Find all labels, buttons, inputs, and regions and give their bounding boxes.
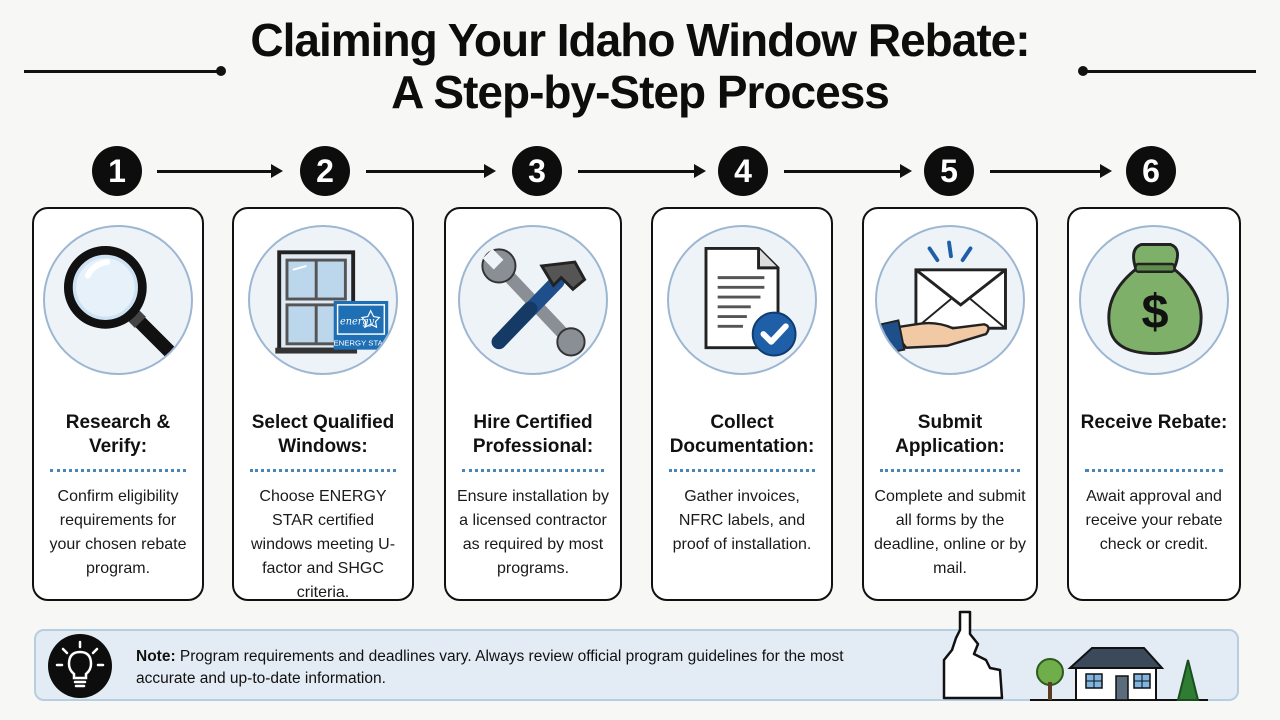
divider	[250, 469, 396, 472]
step-card-5: Submit Application: Complete and submit …	[862, 207, 1038, 601]
page-title: Claiming Your Idaho Window Rebate: A Ste…	[0, 14, 1280, 118]
magnifying-glass-icon	[43, 225, 193, 375]
divider	[669, 469, 815, 472]
step-number-4: 4	[718, 146, 768, 196]
step-title: Submit Application:	[895, 412, 1005, 457]
divider	[880, 469, 1020, 472]
step-title: Select Qualified Windows:	[251, 412, 395, 457]
idaho-map-icon	[942, 610, 1004, 700]
step-number-2: 2	[300, 146, 350, 196]
arrow-right-icon	[784, 165, 912, 177]
step-card-4: Collect Documentation: Gather invoices, …	[651, 207, 833, 601]
lightbulb-icon	[48, 634, 112, 698]
step-number-1: 1	[92, 146, 142, 196]
step-description: Ensure installation by a licensed contra…	[456, 488, 610, 577]
arrow-right-icon	[157, 165, 283, 177]
step-card-1: Research & Verify: Confirm eligibility r…	[32, 207, 204, 601]
note-label: Note:	[136, 648, 176, 665]
note-body: Program requirements and deadlines vary.…	[136, 648, 844, 687]
step-description: Await approval and receive your rebate c…	[1085, 488, 1223, 553]
step-number-3: 3	[512, 146, 562, 196]
house-illustration-icon	[1030, 647, 1208, 701]
arrow-right-icon	[990, 165, 1112, 177]
wrench-hammer-icon	[458, 225, 608, 375]
step-title: Research & Verify:	[65, 412, 171, 457]
step-title: Hire Certified Professional:	[472, 412, 594, 457]
step-card-6: $ Receive Rebate: Await approval and rec…	[1067, 207, 1241, 601]
note-text: Note: Program requirements and deadlines…	[136, 646, 856, 690]
envelope-hand-icon	[875, 225, 1025, 375]
step-number-5: 5	[924, 146, 974, 196]
title-decor-dot-left	[216, 66, 226, 76]
step-description: Gather invoices, NFRC labels, and proof …	[672, 488, 812, 553]
svg-text:energy: energy	[340, 316, 375, 327]
title-decor-line-right	[1084, 70, 1256, 73]
step-title: Collect Documentation:	[669, 412, 815, 457]
divider	[462, 469, 604, 472]
step-card-3: Hire Certified Professional: Ensure inst…	[444, 207, 622, 601]
energy-star-badge-label: ENERGY STAR	[333, 339, 388, 348]
step-description: Choose ENERGY STAR certified windows mee…	[250, 488, 396, 601]
step-description: Complete and submit all forms by the dea…	[873, 488, 1027, 577]
window-icon: energy ENERGY STAR	[248, 225, 398, 375]
step-card-2: energy ENERGY STAR Select Qualified Wind…	[232, 207, 414, 601]
arrow-right-icon	[578, 165, 706, 177]
step-description: Confirm eligibility requirements for you…	[49, 488, 187, 577]
divider	[50, 469, 186, 472]
title-decor-dot-right	[1078, 66, 1088, 76]
title-decor-line-left	[24, 70, 220, 73]
svg-text:$: $	[1141, 285, 1168, 339]
page-title-line-2: A Step-by-Step Process	[391, 66, 890, 118]
arrow-right-icon	[366, 165, 496, 177]
divider	[1085, 469, 1223, 472]
page-title-line-1: Claiming Your Idaho Window Rebate:	[250, 14, 1030, 66]
step-number-6: 6	[1126, 146, 1176, 196]
step-title: Receive Rebate:	[1080, 412, 1228, 433]
money-bag-icon: $	[1079, 225, 1229, 375]
document-check-icon	[667, 225, 817, 375]
